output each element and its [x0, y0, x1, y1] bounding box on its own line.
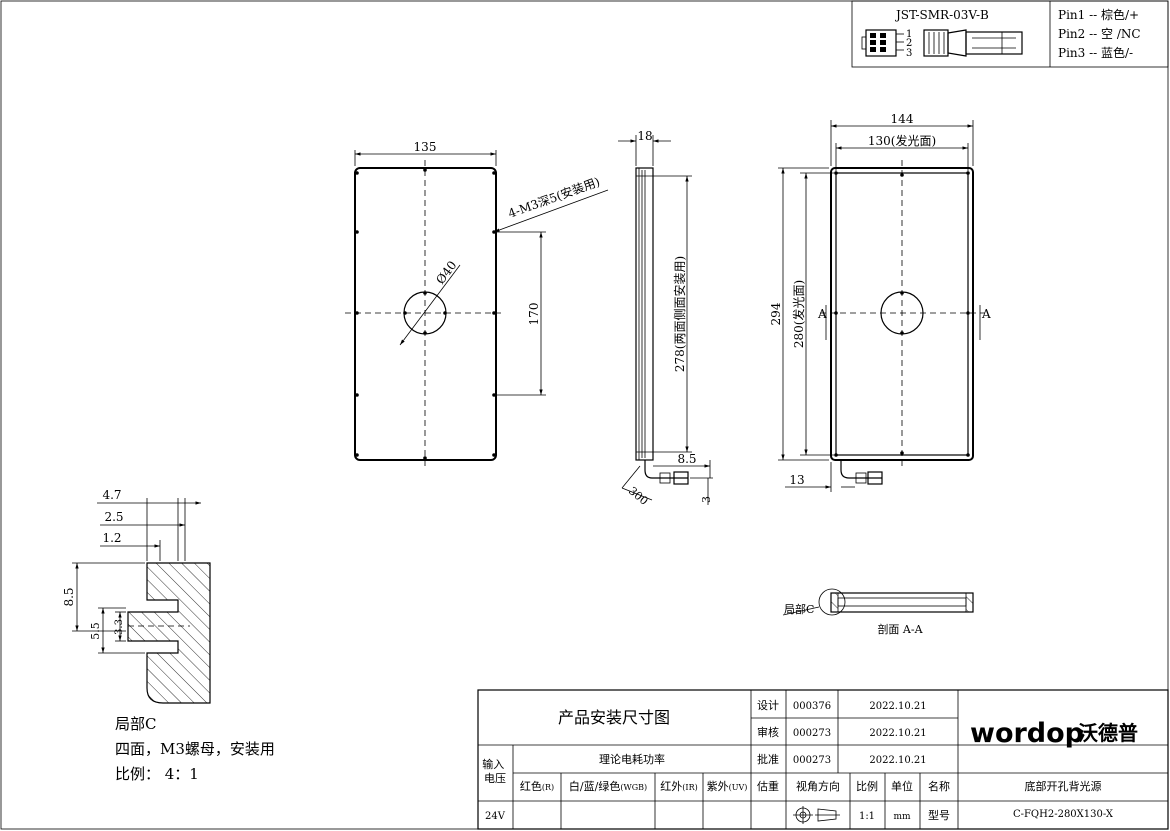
col-uv-text: 紫外: [707, 780, 729, 793]
col-ir-sub: (IR): [682, 783, 697, 792]
title-block: 产品安装尺寸图 设计 审核 批准 000376 000273 000273 20…: [477, 689, 1169, 830]
col-scale: 比例: [856, 779, 878, 793]
connector-model: JST-SMR-03V-B: [894, 8, 989, 22]
detail-note-line1: 四面，M3螺母，安装用: [115, 740, 275, 758]
side-view: 18 278(两面侧面安装用) 8.5 3 300: [618, 129, 713, 508]
pin-num-3: 3: [906, 48, 912, 59]
col-view: 视角方向: [796, 779, 840, 793]
col-name: 名称: [928, 779, 950, 793]
side-cable-length-dim: 300: [626, 484, 650, 507]
detail-note-title: 局部C: [115, 715, 156, 733]
logo-latin: wordop: [970, 718, 1084, 749]
review-id: 000273: [793, 728, 831, 739]
section-detail-callout: 局部C: [784, 602, 814, 616]
review-label: 审核: [757, 725, 779, 739]
col-white-text: 白/蓝/绿色: [569, 779, 620, 793]
review-date: 2022.10.21: [869, 728, 926, 739]
back-emit-height-dim: 280(发光面): [791, 280, 806, 348]
detail-c: 4.7 2.5 1.2 8.5 5.5 3.3 局部C 四面，M3螺母，安装用 …: [62, 488, 275, 783]
unit-value: mm: [893, 812, 911, 822]
front-center-diameter: Ø40: [433, 258, 459, 286]
col-red-text: 红色: [520, 779, 542, 793]
section-title: 剖面 A-A: [877, 622, 923, 636]
col-red-sub: (R): [542, 783, 554, 792]
section-mark-right: A: [981, 307, 991, 321]
pin1-label: Pin1 -- 棕色/+: [1058, 7, 1139, 22]
drawing-title: 产品安装尺寸图: [558, 708, 670, 727]
section-mark-left: A: [817, 307, 827, 321]
col-ir-text: 红外: [660, 780, 682, 793]
detail-dim-8-5: 8.5: [62, 587, 76, 606]
detail-dim-3-3: 3.3: [114, 619, 125, 635]
detail-dim-1-2: 1.2: [102, 531, 121, 545]
approve-date: 2022.10.21: [869, 755, 926, 766]
pin3-label: Pin3 -- 蓝色/-: [1058, 46, 1133, 60]
side-height-dim: 278(两面侧面安装用): [672, 256, 687, 372]
pin-num-1: 1: [906, 29, 912, 40]
col-uv: 紫外(UV): [707, 780, 748, 793]
design-id: 000376: [793, 701, 831, 712]
design-date: 2022.10.21: [869, 701, 926, 712]
approve-id: 000273: [793, 755, 831, 766]
detail-dim-5-5: 5.5: [89, 622, 102, 640]
back-outer-height-dim: 294: [769, 302, 783, 325]
detail-dim-4-7: 4.7: [102, 488, 121, 502]
product-name: 底部开孔背光源: [1025, 779, 1102, 793]
col-uv-sub: (UV): [729, 783, 748, 792]
col-weight: 估重: [757, 779, 779, 793]
connector-side-icon: [923, 29, 1023, 57]
connector-spec-box: JST-SMR-03V-B 1 2 3 Pin1 -- 棕色/+ Pin2 --…: [851, 0, 1169, 68]
side-thickness-dim: 18: [637, 129, 652, 143]
col-ir: 红外(IR): [660, 780, 697, 793]
col-unit: 单位: [891, 779, 913, 793]
design-label: 设计: [757, 699, 779, 712]
model-label: 型号: [928, 808, 950, 822]
side-cable-offset-dim: 8.5: [677, 452, 696, 466]
back-outer-width-dim: 144: [891, 112, 914, 126]
col-white: 白/蓝/绿色(WGB): [569, 779, 647, 793]
logo-chinese: 沃德普: [1078, 721, 1138, 745]
input-voltage-label-text: 输入: [482, 757, 504, 771]
side-cable-gap-dim: 3: [700, 496, 713, 503]
company-logo: wordop 沃德普: [970, 718, 1138, 749]
approve-label: 批准: [757, 752, 779, 766]
detail-note-line2: 比例： 4：1: [115, 765, 199, 783]
scale-value: 1:1: [859, 811, 875, 822]
front-view: 135 170 4-M3深5(安装用) Ø40: [345, 140, 609, 470]
col-red: 红色(R): [520, 779, 554, 793]
power-label: 理论电耗功率: [599, 752, 665, 766]
front-width-dim: 135: [414, 140, 437, 154]
back-view: 144 130(发光面) 294 280(发光面) A A 13: [769, 112, 991, 492]
back-emit-width-dim: 130(发光面): [868, 133, 936, 148]
detail-dim-2-5: 2.5: [104, 510, 123, 524]
pin-num-2: 2: [906, 38, 912, 49]
model-value: C-FQH2-280X130-X: [1013, 809, 1114, 820]
voltage-value: 24V: [485, 811, 506, 822]
input-voltage-label: 输入 电压: [482, 757, 508, 785]
section-aa: 局部C 剖面 A-A: [782, 588, 974, 636]
input-voltage-label-line2: 电压: [484, 772, 506, 785]
projection-symbol-icon: [793, 806, 840, 824]
front-hole-spacing-dim: 170: [527, 303, 541, 326]
col-white-sub: (WGB): [620, 783, 647, 792]
back-bottom-offset-dim: 13: [789, 473, 804, 487]
pin2-label: Pin2 -- 空 /NC: [1058, 27, 1141, 41]
